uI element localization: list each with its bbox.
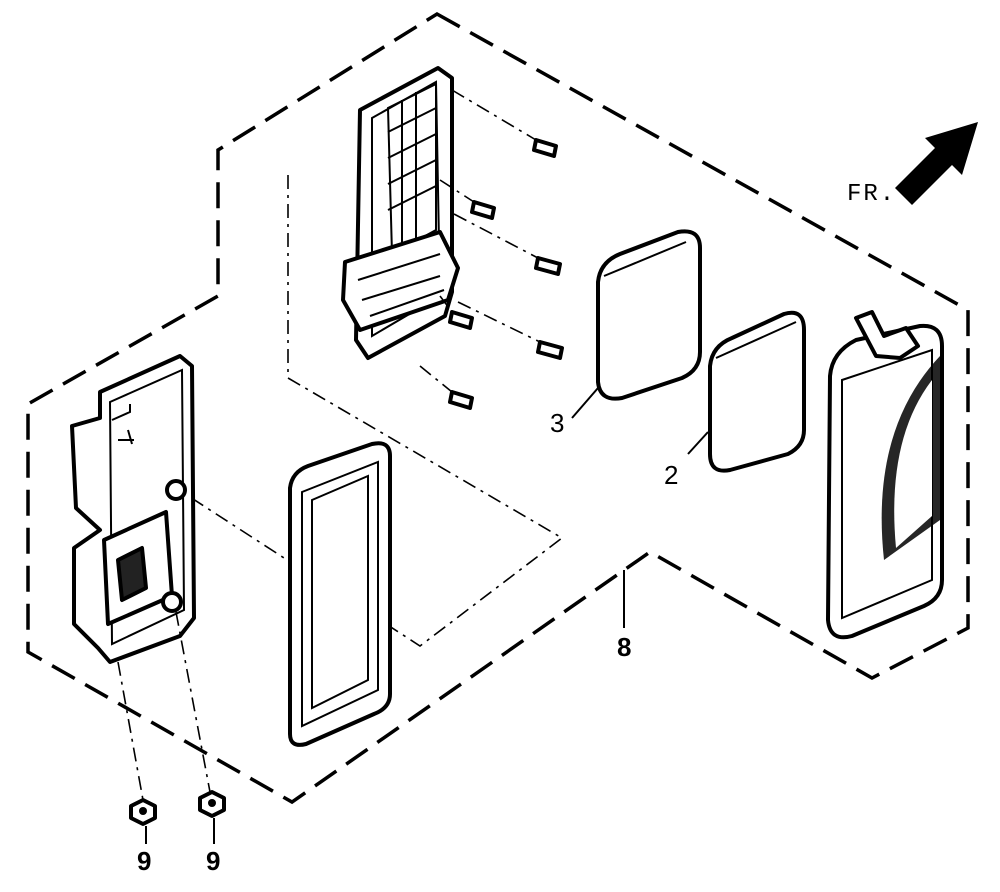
cleaner-cover-upper [341,66,460,360]
callout-8-label: 8 [617,632,631,662]
callout-2-leader [687,431,709,455]
bolt-6 [448,390,474,410]
bolt-4 [448,310,474,330]
paper-element [708,310,806,473]
front-direction-arrow: FR. [847,122,978,208]
bolt-2 [470,200,496,220]
nut-left [129,798,157,826]
callout-9-right-label: 9 [206,846,220,876]
assembly-boundary [26,11,970,805]
callout-3-label: 3 [550,408,564,438]
cleaner-case [826,310,944,640]
foam-element [596,229,702,401]
nut-axis-lines [117,611,211,801]
cleaner-base [70,354,196,664]
nut-right [198,790,226,818]
gasket-frame [288,441,392,747]
bolt-1 [532,138,558,158]
bolt-5 [536,340,564,360]
bolt-3 [534,256,562,276]
callout-3-leader [571,387,599,419]
bolt-axis-lines [419,89,541,393]
callout-2-label: 2 [664,460,678,490]
front-direction-label: FR. [847,181,896,208]
arrow-icon [895,122,978,205]
callout-9-left-label: 9 [137,846,151,876]
